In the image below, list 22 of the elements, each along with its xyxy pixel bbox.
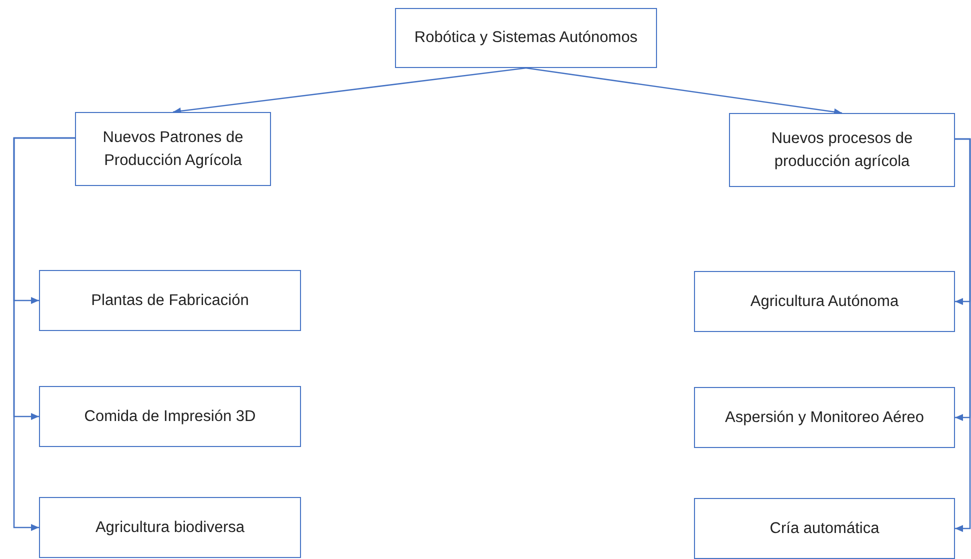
process-box bbox=[75, 112, 271, 186]
process-box bbox=[729, 113, 955, 187]
process-box bbox=[395, 8, 657, 68]
box-text: Agricultura biodiversa bbox=[95, 518, 245, 538]
arrow bbox=[13, 137, 75, 531]
process-box bbox=[694, 498, 955, 559]
box-text: Comida de Impresión 3D bbox=[84, 406, 256, 427]
box-text: Nuevos Patrones de Producción Agrícola bbox=[102, 128, 244, 171]
process-box bbox=[39, 386, 301, 447]
box-text: Aspersión y Monitoreo Aéreo bbox=[724, 408, 924, 428]
box-text: Robótica y Sistemas Autónomos bbox=[414, 28, 638, 48]
arrow bbox=[526, 67, 842, 116]
process-box bbox=[39, 497, 301, 558]
process-box bbox=[39, 270, 301, 331]
arrow bbox=[955, 138, 971, 532]
process-box bbox=[694, 271, 955, 332]
box-text: Agricultura Autónoma bbox=[750, 292, 899, 312]
process-box bbox=[694, 387, 955, 448]
arrow bbox=[172, 67, 526, 114]
box-text: Cría automática bbox=[770, 518, 880, 539]
box-text: Nuevos procesos de producción agrícola bbox=[770, 128, 914, 172]
box-text: Plantas de Fabricación bbox=[91, 290, 249, 311]
